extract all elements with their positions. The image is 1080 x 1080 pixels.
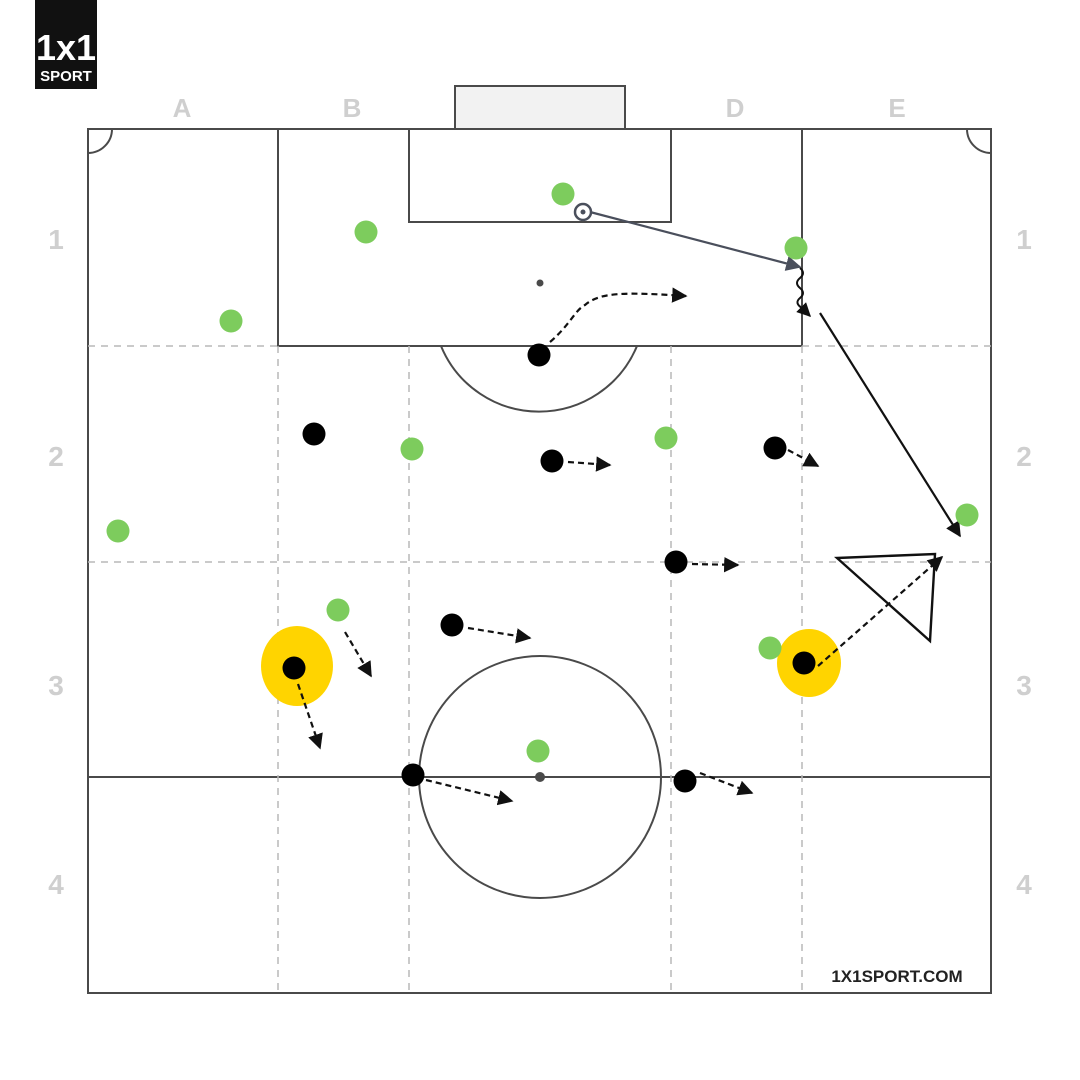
penalty-spot <box>536 279 544 287</box>
goal <box>454 85 626 130</box>
run-arrow <box>691 557 740 573</box>
green-player <box>106 519 130 543</box>
green-player <box>784 236 808 260</box>
logo-sub-text: SPORT <box>40 68 92 85</box>
grid-lines <box>88 345 991 993</box>
player-runs <box>296 287 944 806</box>
row-labels: 1 1 2 2 3 3 4 4 <box>48 224 1032 900</box>
dribble-line <box>796 267 811 317</box>
green-player <box>955 503 979 527</box>
ball-icon <box>573 202 593 222</box>
run-arrow <box>425 778 514 806</box>
website-label: 1X1SPORT.COM <box>831 967 962 986</box>
green-player <box>219 309 243 333</box>
row-label-3-left: 3 <box>48 670 64 701</box>
corner-arc-left <box>87 128 113 154</box>
green-team <box>106 182 979 763</box>
black-player <box>763 436 787 460</box>
black-player <box>440 613 464 637</box>
row-label-4-right: 4 <box>1016 869 1032 900</box>
row-label-1-left: 1 <box>48 224 64 255</box>
brand-logo: 1x1 SPORT <box>35 0 97 89</box>
green-player <box>354 220 378 244</box>
column-label-b: B <box>343 93 362 123</box>
green-player <box>526 739 550 763</box>
green-player <box>654 426 678 450</box>
pitch-boundary <box>87 128 992 994</box>
row-label-4-left: 4 <box>48 869 64 900</box>
column-labels: A B C D E <box>173 93 906 123</box>
black-player <box>540 449 564 473</box>
column-label-a: A <box>173 93 192 123</box>
center-spot <box>535 772 545 782</box>
pass-arrow <box>819 312 961 538</box>
black-player <box>302 422 326 446</box>
corner-arc-right <box>966 128 992 154</box>
black-player <box>401 763 425 787</box>
row-label-1-right: 1 <box>1016 224 1032 255</box>
goal-area <box>408 128 672 223</box>
column-label-d: D <box>726 93 745 123</box>
row-label-2-left: 2 <box>48 441 64 472</box>
pass-arrow <box>589 210 802 271</box>
run-arrow <box>344 631 372 678</box>
pitch <box>87 85 992 994</box>
run-arrow <box>817 555 944 667</box>
run-arrow <box>567 456 612 472</box>
black-player-highlighted <box>282 656 306 680</box>
column-label-e: E <box>888 93 905 123</box>
green-player <box>326 598 350 622</box>
black-team <box>282 343 816 793</box>
run-arrow <box>787 449 820 467</box>
black-player <box>664 550 688 574</box>
black-player <box>527 343 551 367</box>
passes <box>589 210 961 644</box>
shot-cone-shape <box>833 552 937 644</box>
penalty-arc <box>440 345 638 413</box>
green-player <box>758 636 782 660</box>
green-player <box>551 182 575 206</box>
black-player <box>673 769 697 793</box>
logo-main-text: 1x1 <box>36 27 96 68</box>
green-player <box>400 437 424 461</box>
run-arrow <box>549 287 688 343</box>
row-label-3-right: 3 <box>1016 670 1032 701</box>
run-arrow <box>467 626 532 644</box>
run-arrow <box>296 683 323 750</box>
black-player-highlighted <box>792 651 816 675</box>
row-label-2-right: 2 <box>1016 441 1032 472</box>
